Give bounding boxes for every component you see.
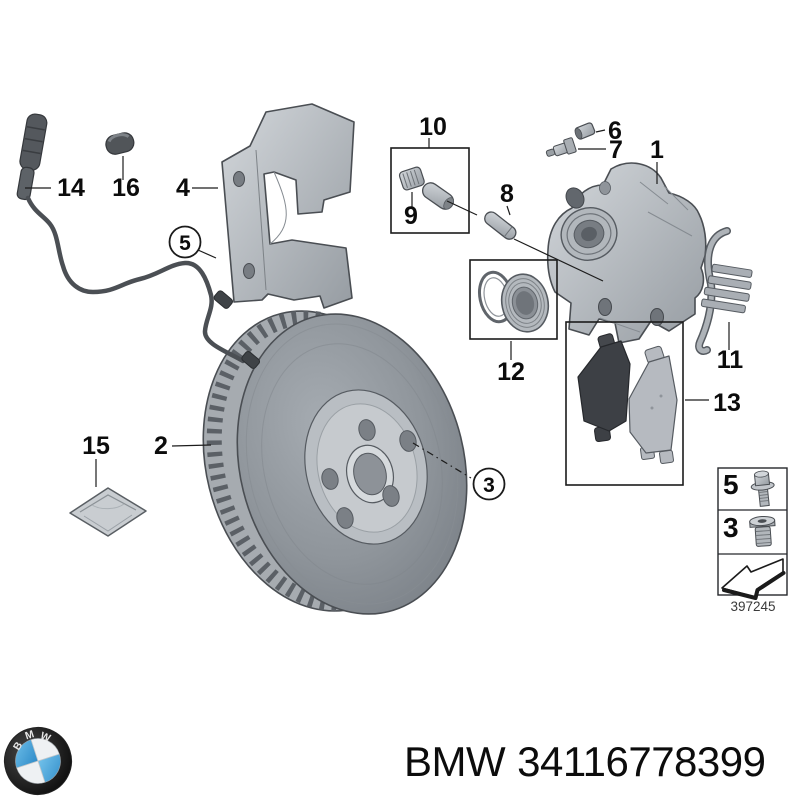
callout-8: 8 <box>500 180 514 208</box>
legend-box: 5 3 397245 <box>717 467 788 614</box>
legend-qty-5: 5 <box>723 469 739 500</box>
callout-2: 2 <box>154 432 168 460</box>
seal-kit-part <box>469 259 558 340</box>
bushing-kit-part <box>390 147 478 234</box>
callout-11: 11 <box>717 346 744 374</box>
callout-5-circle <box>168 225 202 259</box>
callouts: 1 2 3 4 5 6 7 8 9 10 11 12 13 14 15 16 <box>25 113 744 501</box>
carrier-bracket-part <box>221 103 355 309</box>
caption-number: 34116778399 <box>517 738 765 785</box>
direction-arrow-icon <box>721 558 786 600</box>
callout-15: 15 <box>82 432 110 460</box>
kit-box-10 <box>390 147 470 234</box>
callout-3-circle <box>472 467 506 501</box>
kit-box-12 <box>469 259 558 340</box>
flange-bolt-icon <box>750 470 775 507</box>
callout-5: 5 <box>179 232 191 255</box>
kit-box-13 <box>565 321 684 486</box>
logo-letter-m: M <box>24 728 36 742</box>
callout-1: 1 <box>650 136 664 164</box>
guide-pin-pointer-line <box>513 238 604 282</box>
callout-13: 13 <box>713 389 741 417</box>
drawing-number: 397245 <box>730 599 775 614</box>
wear-sensor-part <box>16 113 261 369</box>
logo-letter-w: W <box>39 730 53 745</box>
bleeder-valve-part <box>545 137 577 157</box>
callout-4: 4 <box>176 174 190 202</box>
callout-14: 14 <box>57 174 85 202</box>
grease-packet-part <box>69 487 147 537</box>
brake-pads-part <box>565 321 684 486</box>
callout-16: 16 <box>112 174 140 202</box>
callout-7: 7 <box>609 136 623 164</box>
screw-plug-icon <box>749 515 776 547</box>
brake-disc-part <box>202 310 468 615</box>
callout-3: 3 <box>483 474 495 497</box>
caption-brand: BMW <box>404 738 506 785</box>
callout-9: 9 <box>404 202 418 230</box>
callout-10: 10 <box>419 113 447 141</box>
callout-12: 12 <box>497 358 525 386</box>
retaining-spring-part <box>695 227 753 355</box>
bmw-logo: B M W <box>4 727 72 795</box>
legend-qty-3: 3 <box>723 512 739 543</box>
grommet-part <box>105 132 135 155</box>
guide-pin-part <box>484 211 604 282</box>
callout-6: 6 <box>608 117 622 145</box>
brake-caliper-part <box>546 162 707 344</box>
bleeder-cap-part <box>574 122 596 140</box>
